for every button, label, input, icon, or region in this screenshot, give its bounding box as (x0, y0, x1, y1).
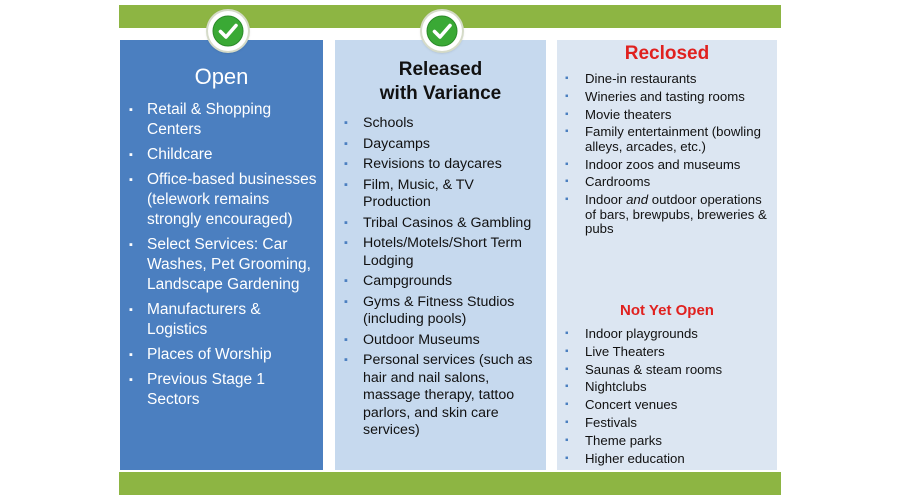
list-item: Festivals (557, 415, 775, 431)
list-item: Concert venues (557, 397, 775, 413)
variance-title-line1: Released (398, 59, 483, 80)
list-item: Nightclubs (557, 379, 775, 395)
list-item: Cardrooms (557, 174, 775, 190)
list-item: Select Services: Car Washes, Pet Groomin… (126, 235, 319, 295)
list-item: Saunas & steam rooms (557, 362, 775, 378)
list-item-bars: Indoor and outdoor operations of bars, b… (557, 192, 775, 236)
reclosed-list: Dine-in restaurants Wineries and tasting… (557, 71, 775, 240)
not-yet-open-list: Indoor playgrounds Live Theaters Saunas … (557, 326, 775, 469)
list-item: Family entertainment (bowling alleys, ar… (557, 125, 775, 154)
reclosed-title: Reclosed (624, 43, 710, 64)
list-item: Movie theaters (557, 107, 775, 123)
bars-text-after: outdoor operations of bars, brewpubs, br… (585, 192, 767, 236)
list-item: Previous Stage 1 Sectors (126, 370, 319, 410)
not-yet-open-title: Not Yet Open (620, 302, 714, 319)
variance-title-line2: with Variance (379, 83, 502, 104)
list-item: Childcare (126, 145, 319, 165)
list-item: Manufacturers & Logistics (126, 300, 319, 340)
list-item: Indoor playgrounds (557, 326, 775, 342)
list-item: Daycamps (340, 136, 540, 154)
open-title: Open (194, 64, 249, 89)
list-item: Theme parks (557, 433, 775, 449)
open-list: Retail & Shopping Centers Childcare Offi… (126, 100, 319, 415)
open-column: Open Retail & Shopping Centers Childcare… (120, 40, 323, 470)
list-item: Indoor zoos and museums (557, 157, 775, 173)
list-item: Outdoor Museums (340, 332, 540, 350)
variance-title: Released with Variance (335, 58, 546, 106)
list-item: Campgrounds (340, 273, 540, 291)
list-item: Office-based businesses (telework remain… (126, 170, 319, 230)
list-item: Film, Music, & TV Production (340, 177, 540, 212)
bars-text-emphasis: and (626, 192, 649, 208)
variance-column: Released with Variance Schools Daycamps … (335, 40, 546, 470)
list-item: Higher education (557, 451, 775, 467)
variance-list: Schools Daycamps Revisions to daycares F… (340, 115, 540, 443)
list-item: Places of Worship (126, 345, 319, 365)
check-circle-icon (208, 11, 248, 51)
list-item: Retail & Shopping Centers (126, 100, 319, 140)
list-item: Schools (340, 115, 540, 133)
reclosed-column: Reclosed Dine-in restaurants Wineries an… (557, 40, 777, 470)
check-circle-icon (422, 11, 462, 51)
list-item: Dine-in restaurants (557, 71, 775, 87)
bars-text-before: Indoor (585, 192, 627, 208)
list-item: Live Theaters (557, 344, 775, 360)
list-item: Revisions to daycares (340, 156, 540, 174)
list-item: Wineries and tasting rooms (557, 89, 775, 105)
list-item: Hotels/Motels/Short Term Lodging (340, 235, 540, 270)
list-item: Personal services (such as hair and nail… (340, 352, 540, 440)
list-item: Gyms & Fitness Studios (including pools) (340, 294, 540, 329)
list-item: Tribal Casinos & Gambling (340, 215, 540, 233)
